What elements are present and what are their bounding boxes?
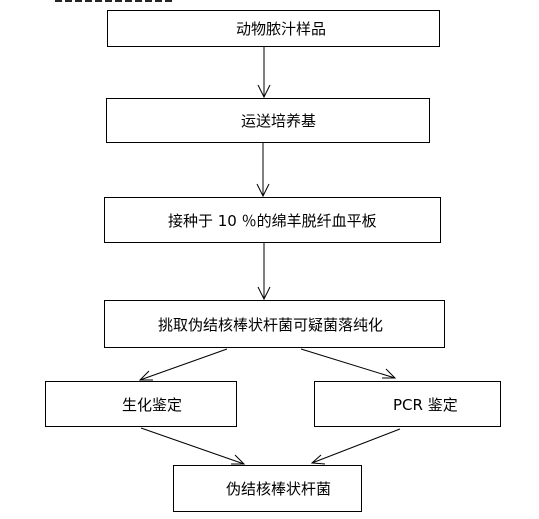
node-pus-sample: 动物脓汁样品 [107,10,440,47]
node-inoculate-blood-plate: 接种于 10 ％的绵羊脱纤血平板 [104,197,441,243]
node-pcr-identification: PCR 鉴定 [314,381,501,427]
node-label: 伪结核棒状杆菌 [226,480,332,498]
edge-b6-b7 [311,428,401,464]
edge-b5-b7 [140,427,245,465]
arrowhead-b6-b7 [310,454,326,465]
arrowhead-b2-b3 [256,183,270,198]
node-result-organism: 伪结核棒状杆菌 [173,465,362,512]
node-label: 生化鉴定 [122,395,183,414]
node-pick-colony-purify: 挑取伪结核棒状杆菌可疑菌落纯化 [104,300,445,348]
edge-b4-b6 [300,348,396,379]
edge-b4-b5 [139,348,228,381]
node-transport-medium: 运送培养基 [106,98,430,143]
node-label: PCR 鉴定 [393,395,458,414]
arrowhead-b1-b2 [257,84,271,99]
node-biochemical-identification: 生化鉴定 [45,381,237,427]
node-label: 运送培养基 [241,112,317,130]
node-label: 接种于 10 ％的绵羊脱纤血平板 [168,211,377,230]
arrowhead-b5-b7 [231,454,246,465]
arrowhead-b4-b6 [382,368,397,379]
arrowhead-b4-b5 [138,370,153,381]
cropped-top-text [55,0,175,2]
arrowhead-b3-b4 [257,286,271,301]
node-label: 挑取伪结核棒状杆菌可疑菌落纯化 [158,315,384,334]
node-label: 动物脓汁样品 [236,20,327,38]
